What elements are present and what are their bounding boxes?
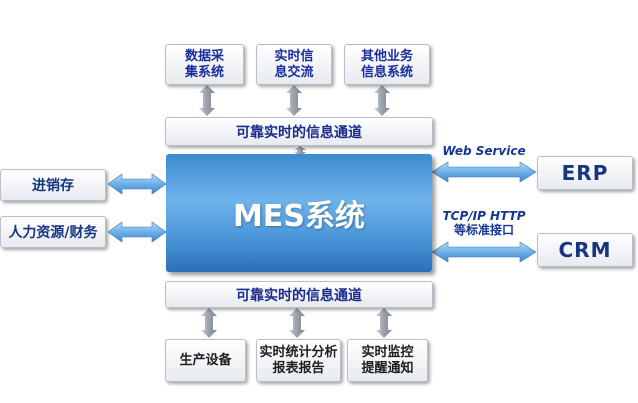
module-production-equipment: 生产设备 <box>165 339 246 382</box>
arrow-bottom-2 <box>289 308 305 338</box>
module-data-collection: 数据采集系统 <box>165 44 244 85</box>
module-realtime-exchange-line1: 实时信 <box>274 48 314 64</box>
module-hr-finance-label: 人力资源/财务 <box>8 225 98 241</box>
module-realtime-monitor-line1: 实时监控 <box>361 344 414 360</box>
module-erp: ERP <box>537 156 633 190</box>
arrow-channel-to-mes <box>294 146 306 156</box>
module-inventory: 进销存 <box>0 169 106 201</box>
label-web-service: Web Service <box>436 144 532 158</box>
arrow-left-1 <box>107 173 167 195</box>
module-crm-label: CRM <box>558 238 612 262</box>
module-other-systems-line1: 其他业务 <box>360 48 413 64</box>
module-erp-label: ERP <box>561 161 609 185</box>
module-data-collection-line1: 数据采 <box>184 48 224 64</box>
label-interface-line2: 等标准接口 <box>453 223 514 237</box>
arrow-left-2 <box>107 221 167 243</box>
module-realtime-exchange-line2: 息交流 <box>274 64 314 80</box>
mes-core-label: MES系统 <box>233 199 365 234</box>
module-data-collection-line2: 集系统 <box>184 64 224 80</box>
module-production-equipment-line1: 生产设备 <box>179 352 232 368</box>
channel-top-label: 可靠实时的信息通道 <box>236 124 362 141</box>
label-interface: TCP/IP HTTP 等标准接口 <box>432 209 536 237</box>
module-realtime-exchange: 实时信息交流 <box>256 44 332 85</box>
label-interface-line1: TCP/IP HTTP <box>442 209 526 223</box>
module-inventory-label: 进销存 <box>32 178 74 194</box>
mes-core: MES系统 <box>166 154 432 272</box>
module-other-systems-line2: 信息系统 <box>360 64 413 80</box>
arrow-top-3 <box>374 85 390 116</box>
module-realtime-monitor: 实时监控提醒通知 <box>347 339 428 382</box>
arrow-bottom-1 <box>201 308 217 338</box>
arrow-right-erp <box>431 161 537 183</box>
module-realtime-analysis-line1: 实时统计分析 <box>259 344 338 360</box>
module-other-systems: 其他业务信息系统 <box>344 44 430 85</box>
module-realtime-analysis-line2: 报表报告 <box>272 360 325 376</box>
channel-bottom: 可靠实时的信息通道 <box>165 281 433 308</box>
arrow-right-crm <box>431 241 537 263</box>
channel-top: 可靠实时的信息通道 <box>165 117 433 146</box>
arrow-bottom-3 <box>376 308 392 338</box>
module-hr-finance: 人力资源/财务 <box>0 216 106 248</box>
module-crm: CRM <box>537 233 633 267</box>
arrow-top-2 <box>286 85 302 116</box>
channel-bottom-label: 可靠实时的信息通道 <box>236 287 362 304</box>
module-realtime-analysis: 实时统计分析报表报告 <box>256 339 341 382</box>
arrow-top-1 <box>199 85 215 116</box>
label-web-service-text: Web Service <box>442 144 526 158</box>
module-realtime-monitor-line2: 提醒通知 <box>361 360 414 376</box>
